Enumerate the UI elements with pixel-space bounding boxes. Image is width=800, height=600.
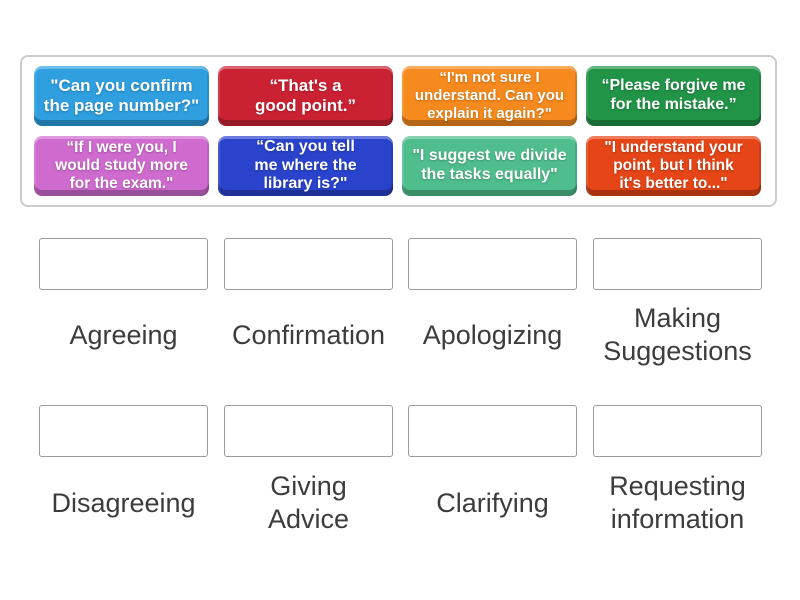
draggable-card[interactable]: "Can you confirm the page number?" xyxy=(34,66,209,126)
drop-zone-agreeing[interactable] xyxy=(39,238,208,290)
drop-zone-making-suggestions[interactable] xyxy=(593,238,762,290)
word-bank-row-1: "Can you confirm the page number?" “That… xyxy=(34,66,763,126)
drop-zone-requesting-information[interactable] xyxy=(593,405,762,457)
draggable-card[interactable]: “Please forgive me for the mistake.” xyxy=(586,66,761,126)
category-label-giving-advice: Giving Advice xyxy=(267,471,350,534)
category-label-requesting-information: Requesting information xyxy=(609,471,746,534)
draggable-card[interactable]: “That's a good point.” xyxy=(218,66,393,126)
draggable-card[interactable]: "I understand your point, but I think it… xyxy=(586,136,761,196)
drop-zone-confirmation[interactable] xyxy=(224,238,393,290)
category-label-apologizing: Apologizing xyxy=(422,319,563,350)
draggable-card[interactable]: “If I were you, I would study more for t… xyxy=(34,136,209,196)
drop-zone-clarifying[interactable] xyxy=(408,405,577,457)
category-label-disagreeing: Disagreeing xyxy=(51,487,196,518)
category-label-clarifying: Clarifying xyxy=(436,487,549,518)
word-bank: "Can you confirm the page number?" “That… xyxy=(20,55,777,207)
word-bank-row-2: “If I were you, I would study more for t… xyxy=(34,136,763,196)
category-label-agreeing: Agreeing xyxy=(69,319,178,350)
draggable-card[interactable]: "I suggest we divide the tasks equally" xyxy=(402,136,577,196)
drop-zone-giving-advice[interactable] xyxy=(224,405,393,457)
category-label-making-suggestions: Making Suggestions xyxy=(603,303,752,366)
drop-zone-disagreeing[interactable] xyxy=(39,405,208,457)
category-label-confirmation: Confirmation xyxy=(231,319,386,350)
draggable-card[interactable]: “I'm not sure I understand. Can you expl… xyxy=(402,66,577,126)
draggable-card[interactable]: “Can you tell me where the library is?" xyxy=(218,136,393,196)
drop-zone-apologizing[interactable] xyxy=(408,238,577,290)
